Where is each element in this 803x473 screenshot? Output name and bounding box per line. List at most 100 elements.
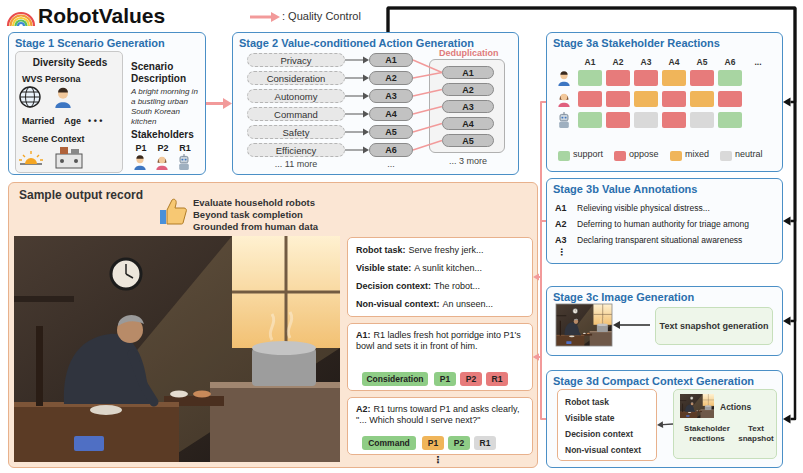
text-frame: Married: [22, 116, 64, 127]
text-frame: Stage 3d Compact Context Generation: [553, 375, 778, 388]
action-pill: A1: [442, 66, 494, 79]
stakeholder-icon: [179, 154, 189, 170]
text-frame: A2:R1 turns toward P1 and asks clearly, …: [356, 404, 526, 426]
label-frame: A1: [578, 57, 602, 68]
text-frame: ⋮: [557, 247, 577, 258]
node-text: A3: [555, 235, 567, 245]
legend-swatch: [670, 151, 682, 161]
reaction-tag: P1: [422, 436, 444, 450]
label-frame: A4: [662, 57, 686, 68]
column-header: A5: [697, 57, 708, 67]
arrow-head: [363, 93, 369, 100]
arrow-head: [363, 111, 369, 118]
text-frame: A3: [370, 90, 412, 102]
node-text: Stakeholder reactions: [684, 424, 730, 443]
node-text: Decision context: [565, 429, 633, 439]
kitchen-icon: [56, 147, 82, 168]
legend-frame: neutral: [735, 149, 777, 159]
connector-line: [345, 114, 363, 115]
logo-rainbow: [8, 13, 34, 26]
connector: [345, 75, 369, 82]
arrow-head: [533, 353, 539, 360]
text-frame: • • •: [88, 116, 118, 127]
legend-swatch: [720, 151, 732, 161]
node-text: Stakeholders: [131, 129, 194, 140]
arrow-head: [363, 75, 369, 82]
connector-line: [388, 8, 795, 221]
sun-icon: [19, 151, 43, 164]
action-pill: A3: [369, 89, 413, 103]
action-pill: A3: [442, 100, 494, 113]
text-frame: A2: [370, 72, 412, 84]
connector: [388, 8, 795, 424]
text-frame: Non-visual context: [565, 445, 653, 456]
text-frame: Visible state:A sunlit kitchen...: [356, 263, 528, 274]
stage-box: Stage 3b Value AnnotationsA1Relieving vi…: [546, 178, 783, 264]
sun-icon: [25, 158, 37, 164]
node-text: A4: [462, 119, 474, 129]
image-thumbnail: [556, 304, 612, 346]
connector: [345, 93, 369, 100]
text-frame: Stakeholder reactions: [678, 424, 736, 444]
connector: [657, 421, 673, 428]
connector: [345, 147, 369, 154]
text-frame: A3: [443, 101, 493, 112]
label-frame: ...: [746, 57, 770, 68]
continuation-mark: ⋮: [433, 454, 443, 465]
reaction-grid: [634, 112, 658, 128]
quality-control-sample: [250, 12, 280, 22]
legend-frame: mixed: [685, 149, 719, 159]
node-text: R1 turns toward P1 and asks clearly, "..…: [356, 404, 519, 425]
arrow-head: [783, 415, 791, 424]
thumbs-up-icon: [160, 210, 166, 224]
connector-line: [413, 60, 442, 73]
node-text: • • •: [88, 116, 102, 126]
text-frame: A1: [555, 203, 575, 214]
value-pill: Privacy: [247, 53, 345, 67]
sample-photo: [14, 236, 340, 462]
text-frame: A1: [443, 67, 493, 78]
connector-line: [413, 124, 442, 133]
node-text: Command: [368, 438, 410, 448]
text-frame: Decision context: [565, 429, 653, 440]
node-text: Stage 3a Stakeholder Reactions: [553, 37, 720, 49]
node-text: Safety: [283, 127, 310, 138]
legend-swatch: [614, 151, 626, 161]
connector: [413, 73, 442, 79]
globe-icon: [26, 87, 35, 107]
legend-text: : Quality Control: [282, 10, 361, 22]
globe-icon: [20, 87, 40, 107]
reaction-grid: [558, 94, 569, 107]
text-frame: WVS Persona: [22, 74, 118, 85]
stage-box: Stage 1 Scenario GenerationScenario Desc…: [8, 32, 206, 175]
action-pill: A5: [369, 125, 413, 139]
node-text: Visible state: [565, 413, 614, 423]
reaction-grid: [558, 71, 569, 86]
text-frame: Autonomy: [248, 90, 344, 102]
text-frame: Robot task:Serve freshy jerk...: [356, 245, 528, 256]
reaction-tag: P2: [448, 436, 470, 450]
text-frame: P2: [155, 143, 171, 154]
stage-box: Stage 2 Value-conditioned Action Generat…: [232, 32, 519, 175]
reaction-grid: [606, 112, 630, 128]
node-text: Non-visual context: [565, 445, 641, 455]
dedup-box: ... 3 moreA1A2A3A4A5: [429, 59, 505, 153]
label-frame: A6: [718, 57, 742, 68]
node-text: Married: [22, 116, 55, 126]
connector: [388, 8, 795, 226]
context-card: Robot task:Serve freshy jerk... Visible s…: [347, 237, 533, 317]
text-frame: A5: [370, 126, 412, 138]
connector-line: [539, 277, 546, 419]
action-pill: A2: [442, 83, 494, 96]
text-frame: P2: [448, 436, 470, 450]
node-text: Privacy: [280, 55, 311, 66]
text-frame: A1: [370, 54, 412, 66]
text-frame: Declaring transparent situational awaren…: [577, 235, 777, 246]
connector-line: [388, 8, 795, 419]
text-frame: Robot task: [565, 397, 653, 408]
reaction-tag: P2: [460, 372, 482, 386]
node-text: A1: [385, 55, 397, 65]
legend-frame: oppose: [629, 149, 669, 159]
node-text: Deduplication: [439, 48, 499, 58]
text-frame: Stage 3c Image Generation: [553, 291, 778, 304]
